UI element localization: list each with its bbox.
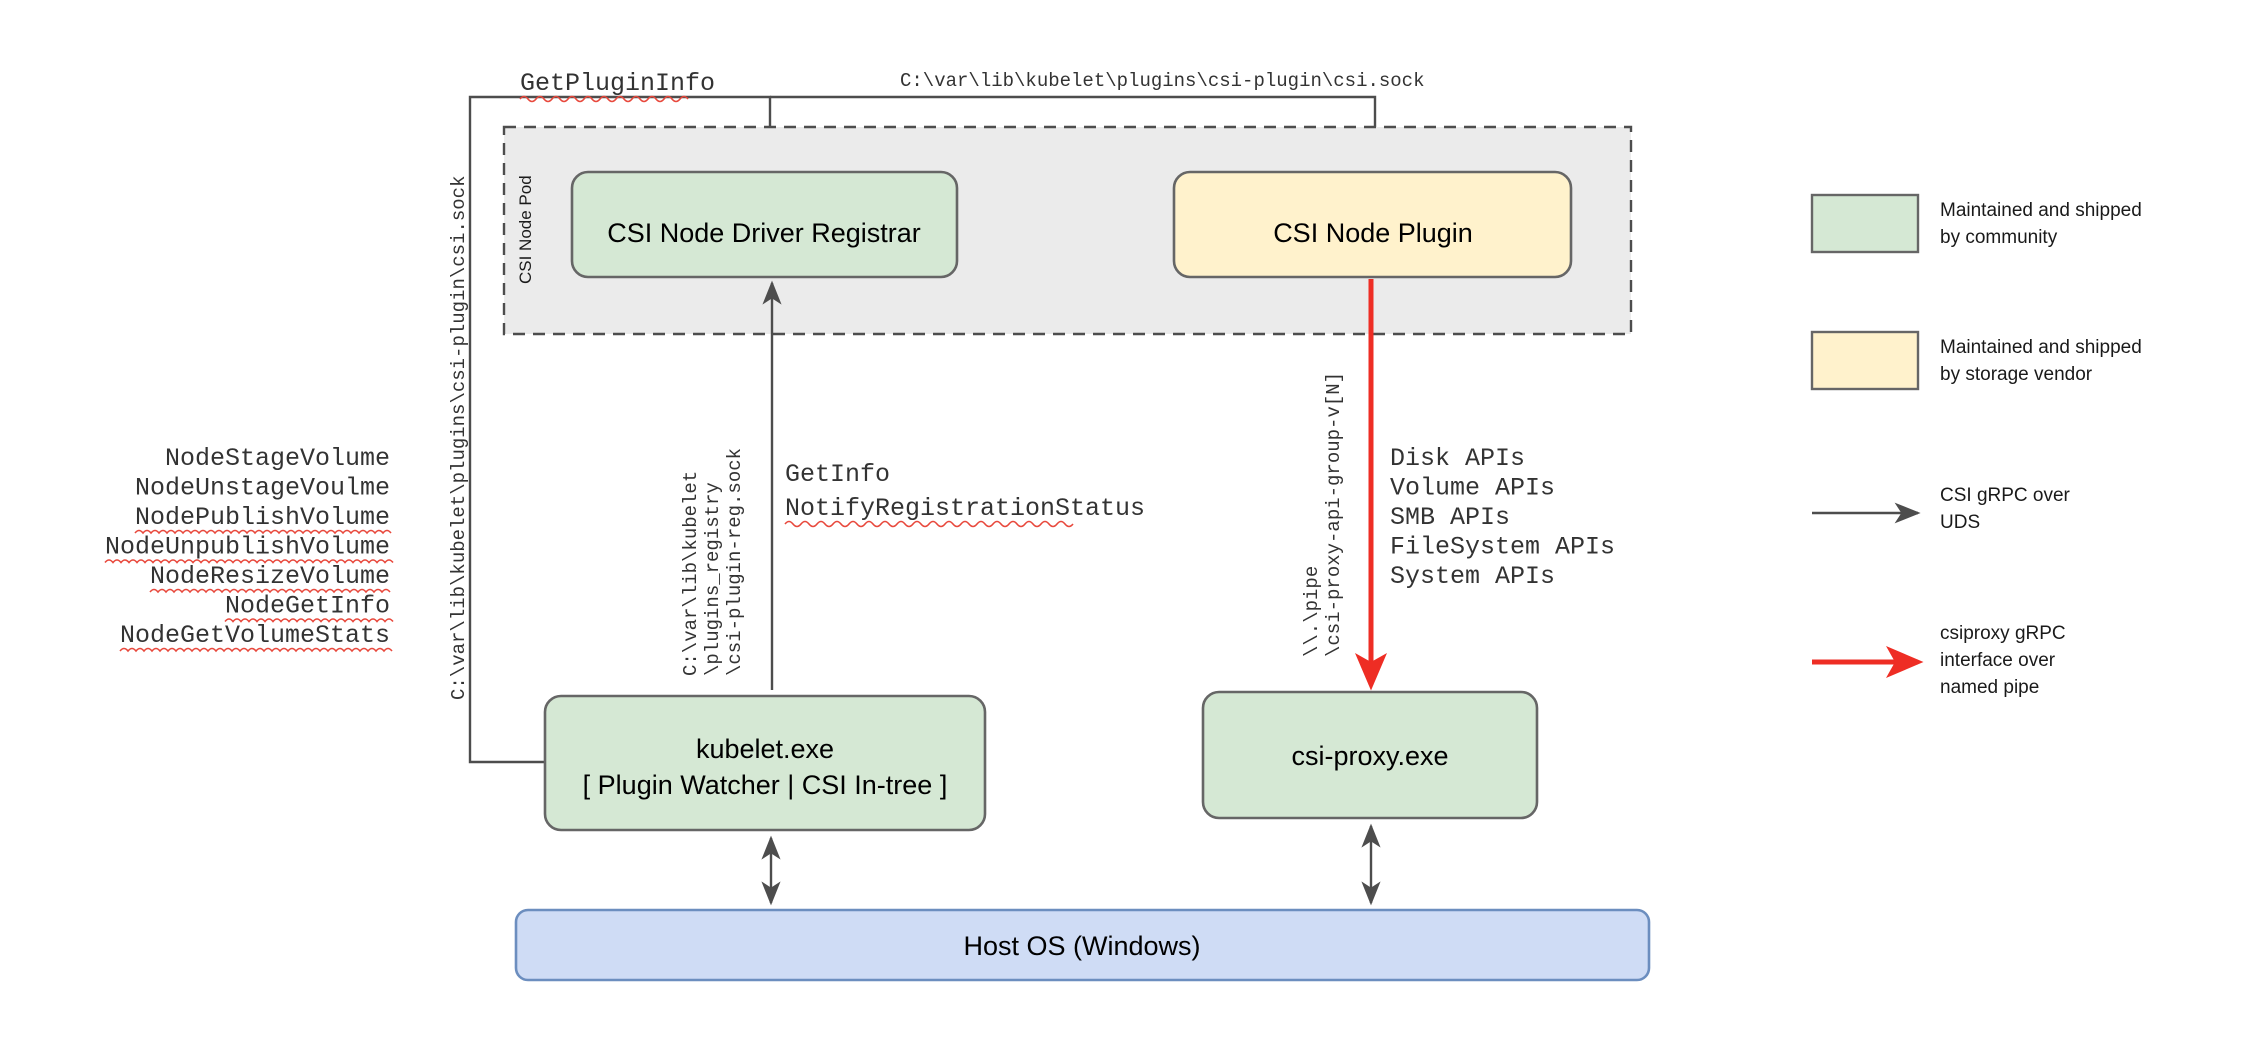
kubelet-label-line1: kubelet.exe <box>696 734 834 764</box>
csi-node-driver-registrar-label: CSI Node Driver Registrar <box>607 218 921 248</box>
node-api-item: NodeGetInfo <box>225 592 390 621</box>
kubelet-box[interactable]: kubelet.exe [ Plugin Watcher | CSI In-tr… <box>543 694 987 832</box>
legend-uds-line1: CSI gRPC over <box>1940 485 2071 506</box>
host-os-box[interactable]: Host OS (Windows) <box>514 908 1651 982</box>
get-info-label: GetInfo <box>785 460 890 489</box>
spellcheck-underline <box>104 559 394 564</box>
csi-proxy-api-item: Disk APIs <box>1390 444 1525 473</box>
csi-proxy-api-item: FileSystem APIs <box>1390 533 1615 562</box>
spellcheck-underline <box>149 588 391 594</box>
spellcheck-underline <box>224 618 394 623</box>
legend-item-csi-grpc-uds: CSI gRPC over UDS <box>1812 485 2071 533</box>
spellcheck-underline <box>119 647 393 653</box>
registration-rpc-labels: GetInfo NotifyRegistrationStatus <box>784 460 1145 528</box>
legend-item-csiproxy-grpc: csiproxy gRPC interface over named pipe <box>1812 623 2066 698</box>
csi-proxy-api-item: Volume APIs <box>1390 474 1555 503</box>
legend-item-storage-vendor: Maintained and shipped by storage vendor <box>1810 330 2142 391</box>
host-os-label: Host OS (Windows) <box>963 931 1200 961</box>
csi-node-pod-label: CSI Node Pod <box>516 175 535 284</box>
node-api-item: NodeUnstageVoulme <box>135 474 390 503</box>
legend-pipe-line2: interface over <box>1940 650 2056 671</box>
registry-path-line3: \csi-plugin-reg.sock <box>724 448 746 676</box>
legend-community-line1: Maintained and shipped <box>1940 200 2142 221</box>
kubelet-label-line2: [ Plugin Watcher | CSI In-tree ] <box>583 770 948 800</box>
legend-item-community: Maintained and shipped by community <box>1810 193 2142 254</box>
legend-swatch-yellow <box>1810 330 1920 391</box>
registry-path-line2: \plugins_registry <box>702 482 724 676</box>
node-api-item: NodeStageVolume <box>165 444 390 473</box>
csi-sock-vertical-path-label: C:\var\lib\kubelet\plugins\csi-plugin\cs… <box>448 176 470 701</box>
named-pipe-line1: \\.\pipe <box>1301 566 1323 657</box>
notify-registration-status-label: NotifyRegistrationStatus <box>785 494 1145 523</box>
legend-uds-line2: UDS <box>1940 512 1980 533</box>
legend-vendor-line2: by storage vendor <box>1940 364 2093 385</box>
registry-path-line1: C:\var\lib\kubelet <box>680 471 702 676</box>
named-pipe-line2: \csi-proxy-api-group-v[N] <box>1323 372 1345 657</box>
node-api-item: NodePublishVolume <box>135 503 390 532</box>
csi-proxy-box[interactable]: csi-proxy.exe <box>1201 690 1539 820</box>
legend-swatch-green <box>1810 193 1920 254</box>
csi-node-driver-registrar-box[interactable]: CSI Node Driver Registrar <box>570 170 959 279</box>
legend-pipe-line3: named pipe <box>1940 677 2039 698</box>
legend-vendor-line1: Maintained and shipped <box>1940 337 2142 358</box>
csi-proxy-label: csi-proxy.exe <box>1291 741 1448 771</box>
csi-proxy-api-item: System APIs <box>1390 562 1555 591</box>
get-plugin-info-label: GetPluginInfo <box>520 69 715 98</box>
legend-community-line2: by community <box>1940 227 2058 248</box>
csi-node-plugin-box[interactable]: CSI Node Plugin <box>1172 170 1573 279</box>
node-api-item: NodeResizeVolume <box>150 562 390 591</box>
node-service-api-list: NodeStageVolumeNodeUnstageVoulmeNodePubl… <box>104 444 394 653</box>
get-plugin-info-connector <box>468 95 772 764</box>
csi-sock-top-path-label-group: C:\var\lib\kubelet\plugins\csi-plugin\cs… <box>900 70 1425 92</box>
named-pipe-vertical-label-group: \\.\pipe \csi-proxy-api-group-v[N] <box>1301 372 1345 657</box>
legend-pipe-line1: csiproxy gRPC <box>1940 623 2066 644</box>
csi-sock-top-path-label: C:\var\lib\kubelet\plugins\csi-plugin\cs… <box>900 70 1425 92</box>
legend: Maintained and shipped by community Main… <box>1810 193 2142 698</box>
get-plugin-info-label-group: GetPluginInfo <box>519 69 715 103</box>
node-api-item: NodeGetVolumeStats <box>120 621 390 650</box>
registry-path-vertical-label-group: C:\var\lib\kubelet \plugins_registry \cs… <box>680 448 746 676</box>
csi-proxy-api-item: SMB APIs <box>1390 503 1510 532</box>
csi-node-plugin-label: CSI Node Plugin <box>1273 218 1473 248</box>
node-api-item: NodeUnpublishVolume <box>105 533 390 562</box>
csi-sock-vertical-path-label-group: C:\var\lib\kubelet\plugins\csi-plugin\cs… <box>448 176 470 701</box>
spellcheck-underline <box>134 529 392 535</box>
